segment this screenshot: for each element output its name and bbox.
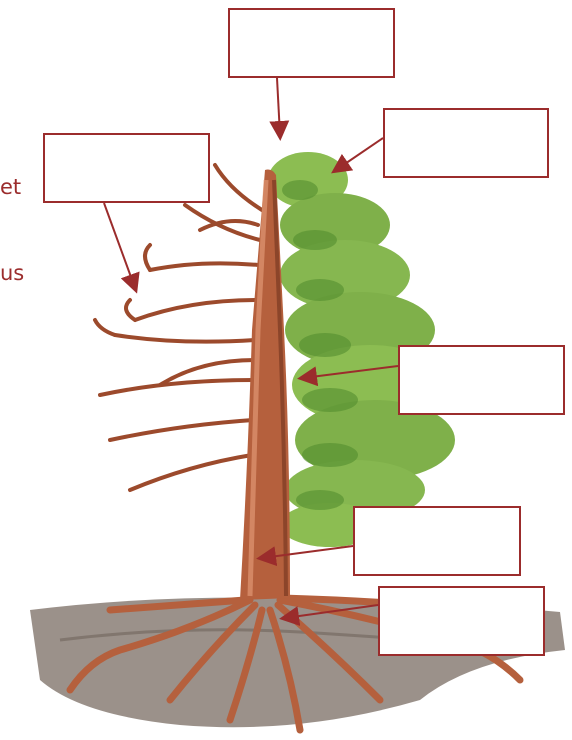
branches [95, 165, 262, 490]
text-fragment-top: et [0, 177, 21, 198]
label-box-right-mid[interactable] [398, 345, 565, 415]
arrow-left [104, 203, 135, 288]
label-box-right-top[interactable] [383, 108, 549, 178]
arrow-right-top [336, 138, 383, 170]
label-box-right-bottom[interactable] [378, 586, 545, 656]
label-box-top[interactable] [228, 8, 395, 78]
text-fragment-mid: us [0, 263, 24, 284]
label-box-right-lower[interactable] [353, 506, 521, 576]
label-box-left[interactable] [43, 133, 210, 203]
arrow-top [277, 78, 280, 135]
